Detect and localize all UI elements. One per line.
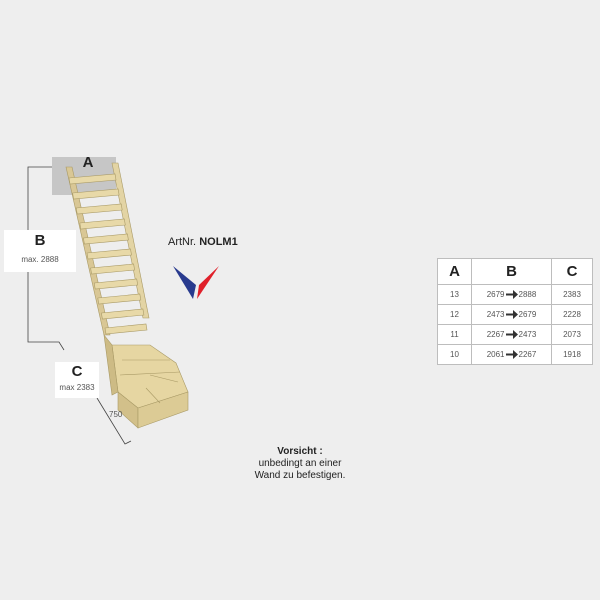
stair-tread [97,293,142,305]
b-to: 2888 [518,289,537,299]
warning-line-1: unbedingt an einer [258,458,342,469]
header-a: A [437,258,472,285]
cell-a: 10 [437,344,472,365]
cell-c: 1918 [551,344,593,365]
article-prefix: ArtNr. [168,236,197,248]
staircase [65,162,189,429]
cell-c: 2073 [551,324,593,345]
b-to: 2267 [518,349,537,359]
stair-tread [68,173,117,185]
cell-a: 13 [437,284,472,305]
stair-tread [104,323,148,335]
dimension-c-letter: C [71,363,83,380]
arrow-right-icon [505,330,518,340]
arrow-right-icon [505,350,518,360]
stair-tread [75,203,123,215]
stair-tread [93,278,139,290]
stair-tread [101,308,145,320]
table-header-row: A B C [437,258,593,285]
width-label: 750 [109,410,123,419]
cell-c: 2383 [551,284,593,305]
dimension-c-max: max 2383 [59,383,95,392]
table-row: 13 2679 2888 2383 [437,284,593,305]
stair-tread [83,233,129,245]
warning-title: Vorsicht : [277,446,323,457]
cell-b: 2473 2679 [471,304,552,325]
dimension-b-letter: B [34,232,46,249]
flag-icon [173,266,219,299]
cell-b: 2267 2473 [471,324,552,345]
arrow-right-icon [505,310,518,320]
b-to: 2679 [518,309,537,319]
cell-b: 2679 2888 [471,284,552,305]
warning-note: Vorsicht : unbedingt an einer Wand zu be… [240,446,360,482]
b-from: 2473 [486,309,505,319]
stair-tread [86,248,132,260]
article-number: ArtNr. NOLM1 [168,236,238,248]
dimension-lines [27,166,132,445]
dimension-b-box: B max. 2888 [4,230,76,272]
dimension-a-letter: A [82,154,94,171]
table-row: 11 2267 2473 2073 [437,324,593,345]
dimension-b-max: max. 2888 [21,255,59,264]
table-row: 12 2473 2679 2228 [437,304,593,325]
dimension-c-box: C max 2383 [55,362,99,398]
b-from: 2061 [486,349,505,359]
table-row: 10 2061 2267 1918 [437,344,593,365]
stair-tread [79,218,126,230]
stair-tread [72,188,120,200]
arrow-right-icon [505,290,518,300]
article-code: NOLM1 [199,236,238,248]
cell-b: 2061 2267 [471,344,552,365]
cell-a: 11 [437,324,472,345]
cell-c: 2228 [551,304,593,325]
dimension-a-label: A [78,154,98,172]
header-b: B [471,258,552,285]
b-to: 2473 [518,329,537,339]
b-from: 2267 [486,329,505,339]
header-c: C [551,258,593,285]
cell-a: 12 [437,304,472,325]
warning-line-2: Wand zu befestigen. [254,470,346,481]
b-from: 2679 [486,289,505,299]
stair-tread [90,263,135,275]
